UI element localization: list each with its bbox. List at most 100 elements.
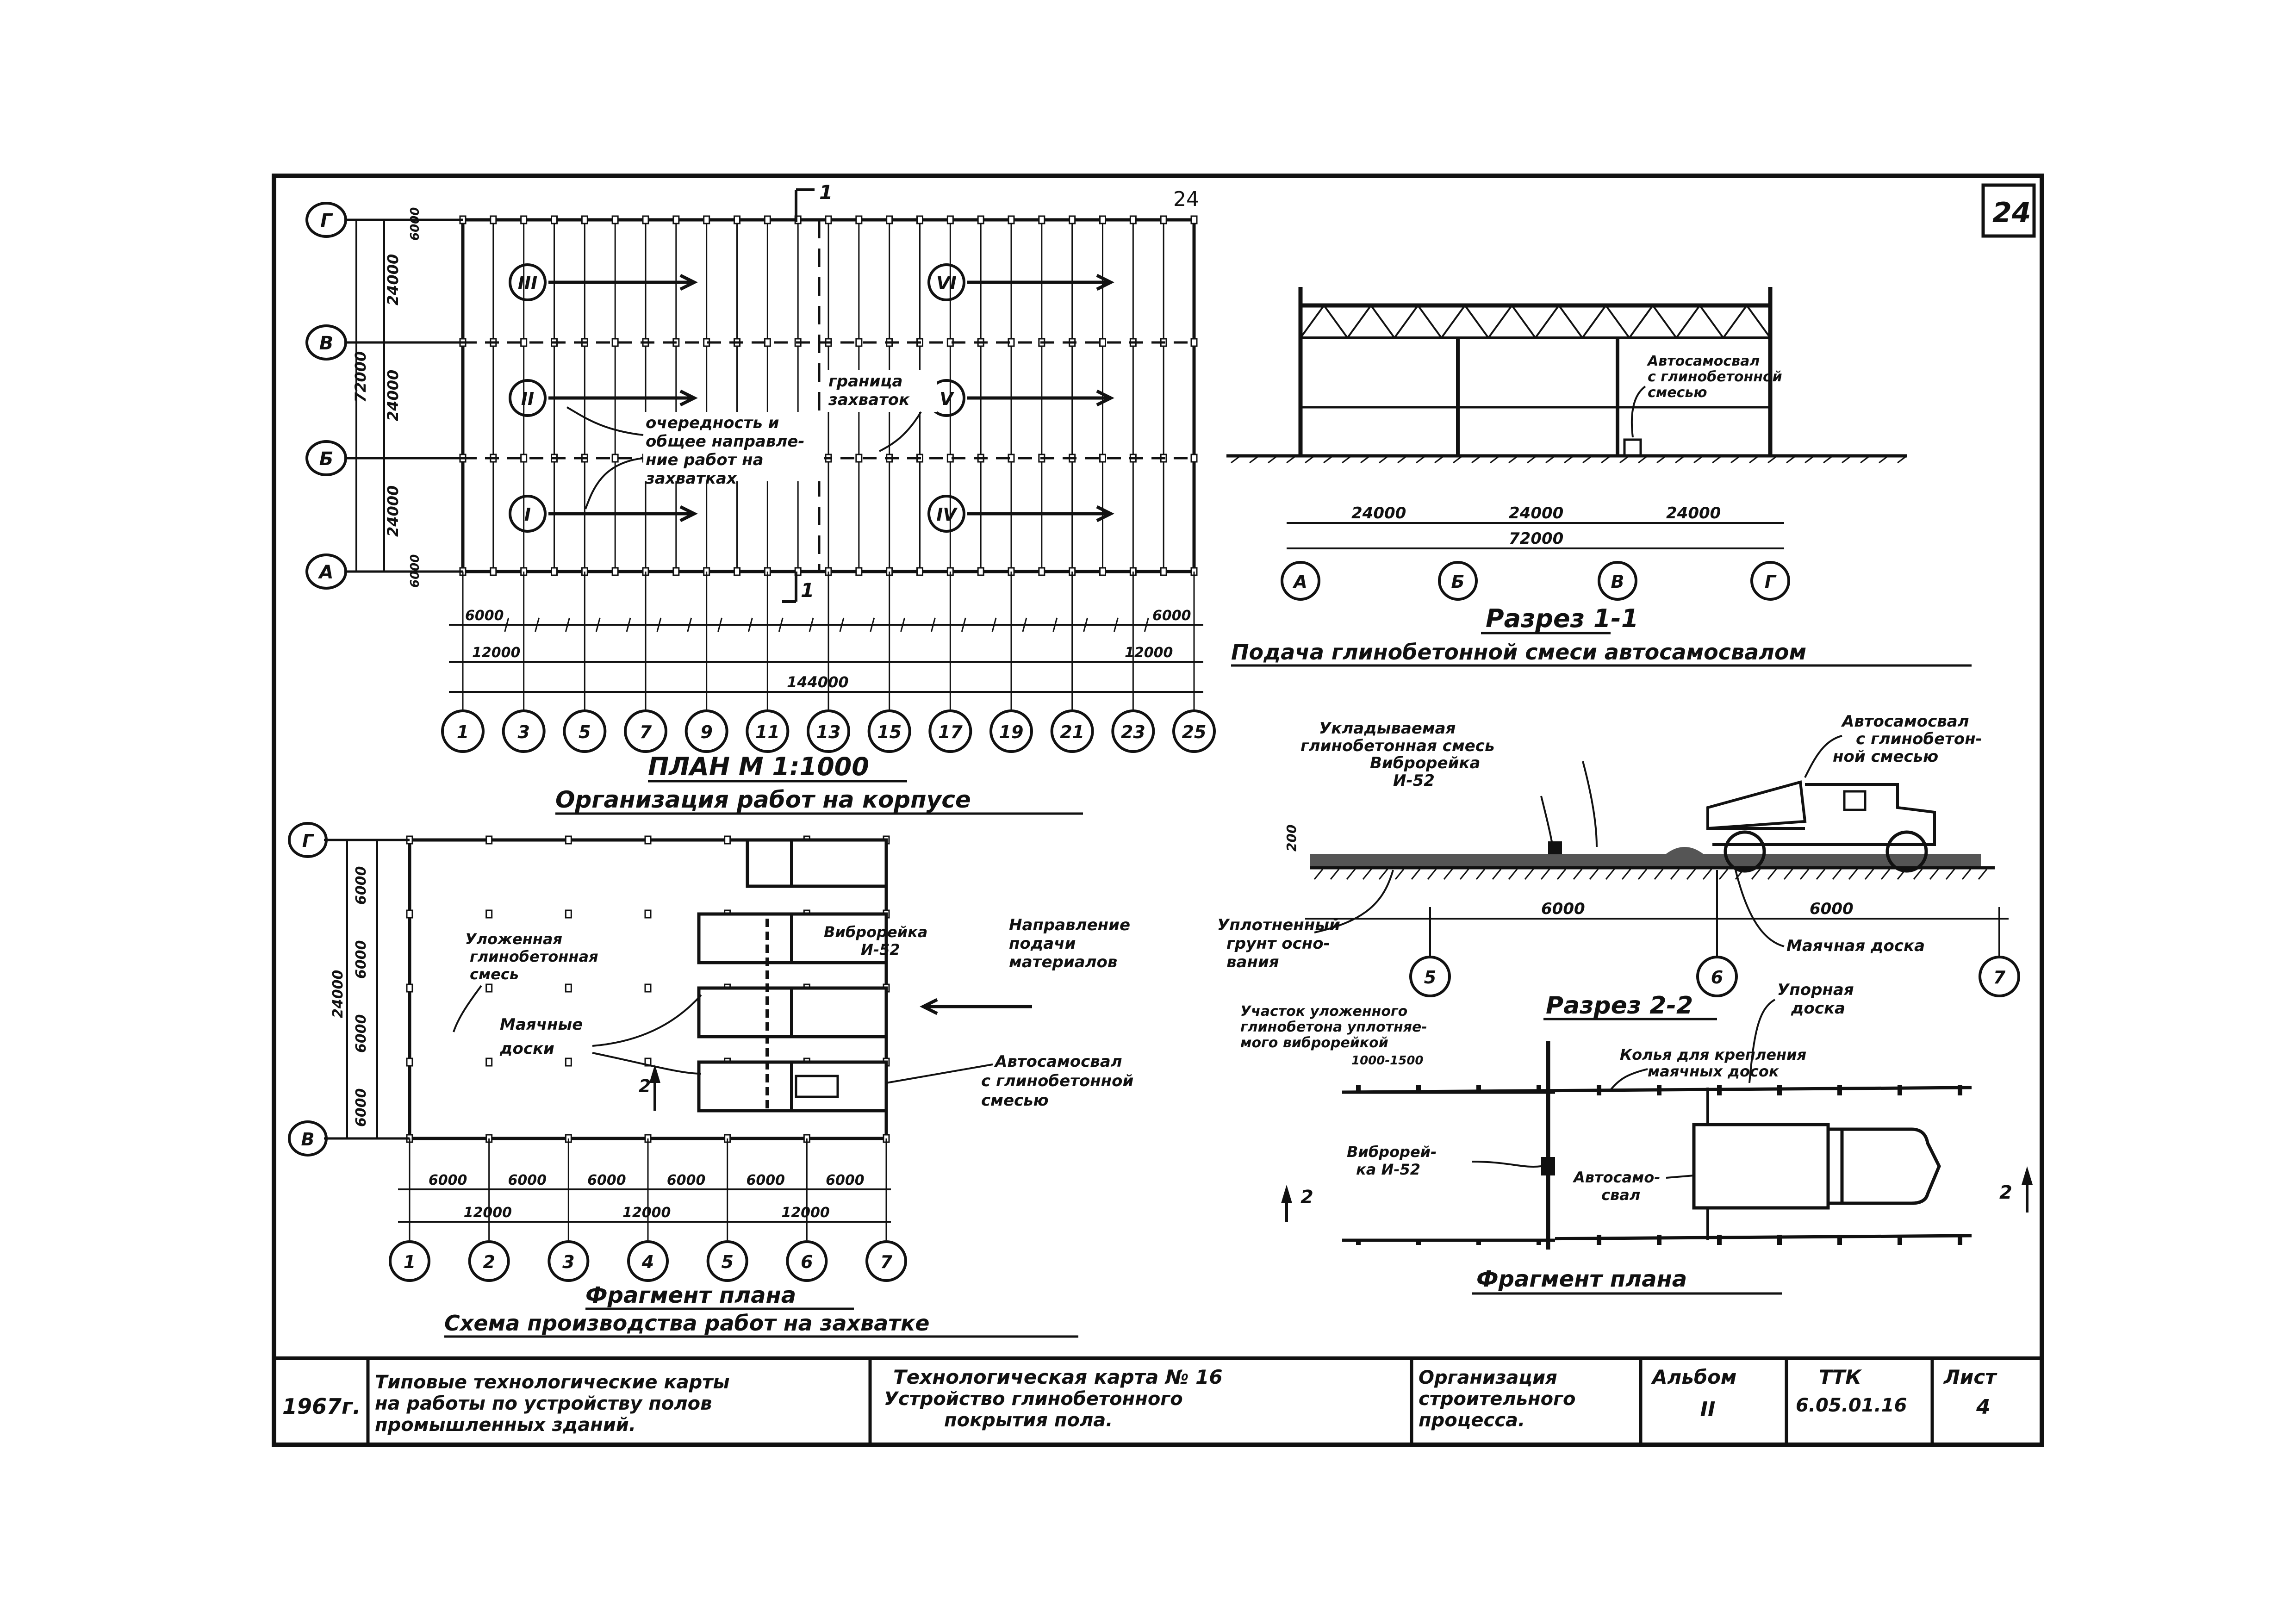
truss-web (1487, 305, 1513, 339)
hatch-stroke (1730, 455, 1741, 464)
fragment-left-row-bubble-v (288, 1120, 328, 1157)
section2-label-mix: Укладываемая глинобетонная смесь (1300, 719, 1494, 755)
section-mark-bottom: 1 (801, 579, 814, 602)
dim-vertical-3: 24000 (384, 485, 402, 537)
column-mark (1099, 215, 1106, 224)
truss-web (1440, 305, 1466, 339)
hatch-stroke (1864, 869, 1874, 880)
column-axis-bubble (1050, 709, 1094, 753)
truss-web (1417, 305, 1443, 339)
hatch-stroke (1394, 869, 1405, 880)
fragment-left-direction-arrow (920, 998, 1032, 1015)
column-mark (946, 215, 954, 224)
page-number-box (1981, 183, 2036, 238)
column-axis-bubble (989, 709, 1033, 753)
section2-axis-7: 7 (1993, 967, 2006, 988)
note-sequence-bg (643, 412, 824, 481)
dim-vertical-1: 24000 (384, 254, 402, 305)
column-mark (644, 835, 652, 845)
column-mark (551, 567, 558, 576)
section2-board-leader (1735, 870, 1785, 947)
fragment-right-label-truck-line1: Автосамо- (1572, 1169, 1661, 1186)
fragment-right-cut-right-mark: 2 (1999, 1182, 2012, 1203)
fragment-left-bottom-dim: 6000 (667, 1172, 706, 1188)
section1-axis-v: В (1611, 572, 1624, 592)
column-mark (1099, 338, 1106, 347)
hatch-stroke (1823, 455, 1833, 464)
section2-soil-hatch (1313, 869, 1988, 880)
column-mark (764, 215, 771, 224)
truss-web (1394, 305, 1419, 339)
column-mark (485, 983, 493, 993)
zone-label-5: V (940, 389, 954, 409)
hatch-stroke (1945, 869, 1955, 880)
hatch-stroke (1573, 869, 1583, 880)
fragment-right-label-rail-line2: ка И-52 (1356, 1161, 1420, 1178)
dim-tick (1022, 617, 1027, 632)
column-axis-label: 7 (640, 722, 652, 742)
hatch-stroke (1637, 869, 1648, 880)
column-mark (855, 567, 863, 576)
dim-tick (656, 617, 662, 632)
note-sequence-line1: очередность и (646, 414, 779, 432)
dim-row2-end: 12000 (1125, 645, 1173, 661)
section2-stop-leader (1748, 999, 1775, 1083)
fragment-left-bottom-dim: 6000 (508, 1172, 547, 1188)
note-boundary-bg (826, 370, 937, 412)
column-axis-bubble (867, 709, 911, 753)
zone-marker-4 (927, 495, 965, 533)
hatch-stroke (1767, 455, 1778, 464)
fragment-right-label-stakes-line1: Колья для крепления (1620, 1046, 1806, 1063)
column-mark (672, 215, 680, 224)
stake-bottom (1657, 1235, 1661, 1245)
fragment-left-bottom-dim: 6000 (587, 1172, 626, 1188)
column-axis-label: 1 (404, 1252, 416, 1272)
zone-markers: III II I VI V IV (509, 263, 965, 533)
section1-title: Разрез 1-1 (1486, 604, 1638, 633)
hatch-stroke (1411, 869, 1421, 880)
zone-label-2: II (521, 389, 534, 409)
section1-axis-bubble-v (1598, 561, 1637, 601)
column-axis-label: 19 (999, 722, 1024, 742)
section2-mix-rail-leaders (1540, 761, 1598, 847)
stake-top (1717, 1085, 1722, 1095)
fragment-right-label-area-line1: Участок уложенного (1240, 1003, 1407, 1020)
section2-label-stop: Упорная доска (1777, 981, 1860, 1018)
hatch-stroke (1712, 455, 1722, 464)
section2-label-stop-line2: доска (1791, 999, 1845, 1018)
truck-window (1843, 790, 1867, 811)
truss-web (1628, 305, 1654, 339)
column-mark (485, 909, 493, 919)
title-block: 1967г. Типовые технологические карты на … (282, 1358, 1997, 1445)
arrow-zone-2 (548, 389, 698, 407)
column-mark (611, 338, 619, 347)
hatch-stroke (1961, 869, 1972, 880)
truck-plan-cab (1826, 1127, 1941, 1205)
hatch-stroke (1379, 455, 1389, 464)
column-axis-bubble (502, 709, 546, 753)
zone-marker-1 (509, 495, 547, 533)
column-mark (406, 1057, 413, 1067)
hatch-stroke (1508, 869, 1518, 880)
fragment-left-label-boards: Маячные доски (499, 1015, 588, 1058)
column-mark (672, 567, 680, 576)
column-axis-label: 1 (457, 722, 469, 742)
column-mark (855, 454, 863, 463)
column-mark (855, 215, 863, 224)
fragment-right-vibrorail-motor (1541, 1157, 1555, 1175)
fragment-left-subtitle: Схема производства работ на захватке (444, 1311, 929, 1336)
hatch-stroke (1656, 455, 1667, 464)
zone-label-1: I (524, 504, 531, 525)
stake-top (1837, 1085, 1842, 1095)
column-axis-label: 11 (755, 722, 780, 742)
column-mark (1038, 567, 1045, 576)
fragment-left-laid-leader (453, 985, 482, 1032)
hatch-stroke (1564, 455, 1574, 464)
truck-cab (1712, 783, 1936, 846)
truss-web (1300, 305, 1325, 339)
dim-tick (1083, 617, 1089, 632)
row-axis-bubble-v (305, 324, 347, 361)
hatch-stroke (1718, 869, 1729, 880)
fragment-left-vdim-1: 6000 (353, 866, 369, 905)
